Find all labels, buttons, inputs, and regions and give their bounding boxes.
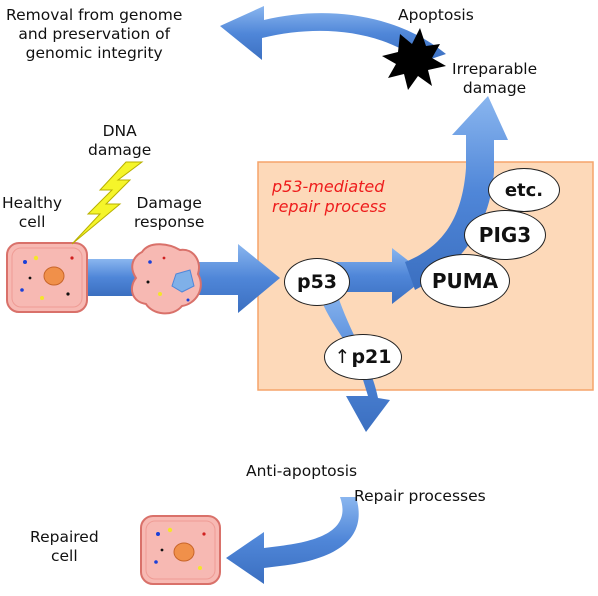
damage-response-line-2: response [134,213,205,231]
p53-node: p53 [284,258,350,306]
arrow-p53-to-puma [335,248,428,304]
removal-line-1: Removal from genome [6,6,183,24]
healthy-cell [6,242,88,313]
irreparable-line-1: Irreparable [452,60,538,78]
apoptotic-cell-icon [382,28,446,90]
damage-response-line-1: Damage [136,194,202,212]
repaired-cell-line-2: cell [51,547,78,565]
anti-apoptosis-label: Anti-apoptosis [246,462,358,480]
damage-response-label: Damage response [134,194,204,232]
healthy-cell-line-1: Healthy [2,194,63,212]
healthy-cell-line-2: cell [18,213,46,231]
arrow-damage-to-p53 [196,244,280,313]
repair-box-title: p53-mediated repair process [272,177,386,217]
arrow-p53-to-p21 [318,290,390,432]
puma-node: PUMA [420,254,510,308]
dna-damage-line-1: DNA [102,122,137,140]
lightning-bolt-icon [71,161,144,245]
arrow-to-apoptosis [405,96,508,290]
up-arrow-icon: ↑ [334,346,351,368]
repaired-cell [140,515,221,585]
repaired-cell-label: Repaired cell [30,528,99,566]
dna-damage-line-2: damage [88,141,152,159]
repair-processes-label: Repair processes [354,487,486,505]
arrow-to-repaired-cell [226,497,359,584]
irreparable-damage-label: Irreparable damage [452,60,537,98]
repair-box-title-line-1: p53-mediated [272,177,385,196]
irreparable-line-2: damage [462,79,527,97]
etc-node: etc. [488,168,560,212]
dna-damage-label: DNA damage [88,122,151,160]
healthy-cell-label: Healthy cell [2,194,62,232]
removal-line-2: and preservation of [18,25,171,43]
p21-label: p21 [351,346,392,368]
apoptosis-label: Apoptosis [398,6,474,24]
removal-label: Removal from genome and preservation of … [6,6,182,63]
p21-node: ↑ p21 [324,334,402,380]
damaged-cell [130,243,202,315]
removal-line-3: genomic integrity [25,44,163,62]
repair-box-title-line-2: repair process [272,197,387,216]
pig3-node: PIG3 [464,210,546,260]
repaired-cell-line-1: Repaired [30,528,99,546]
arrow-apoptosis-to-removal [220,6,446,62]
